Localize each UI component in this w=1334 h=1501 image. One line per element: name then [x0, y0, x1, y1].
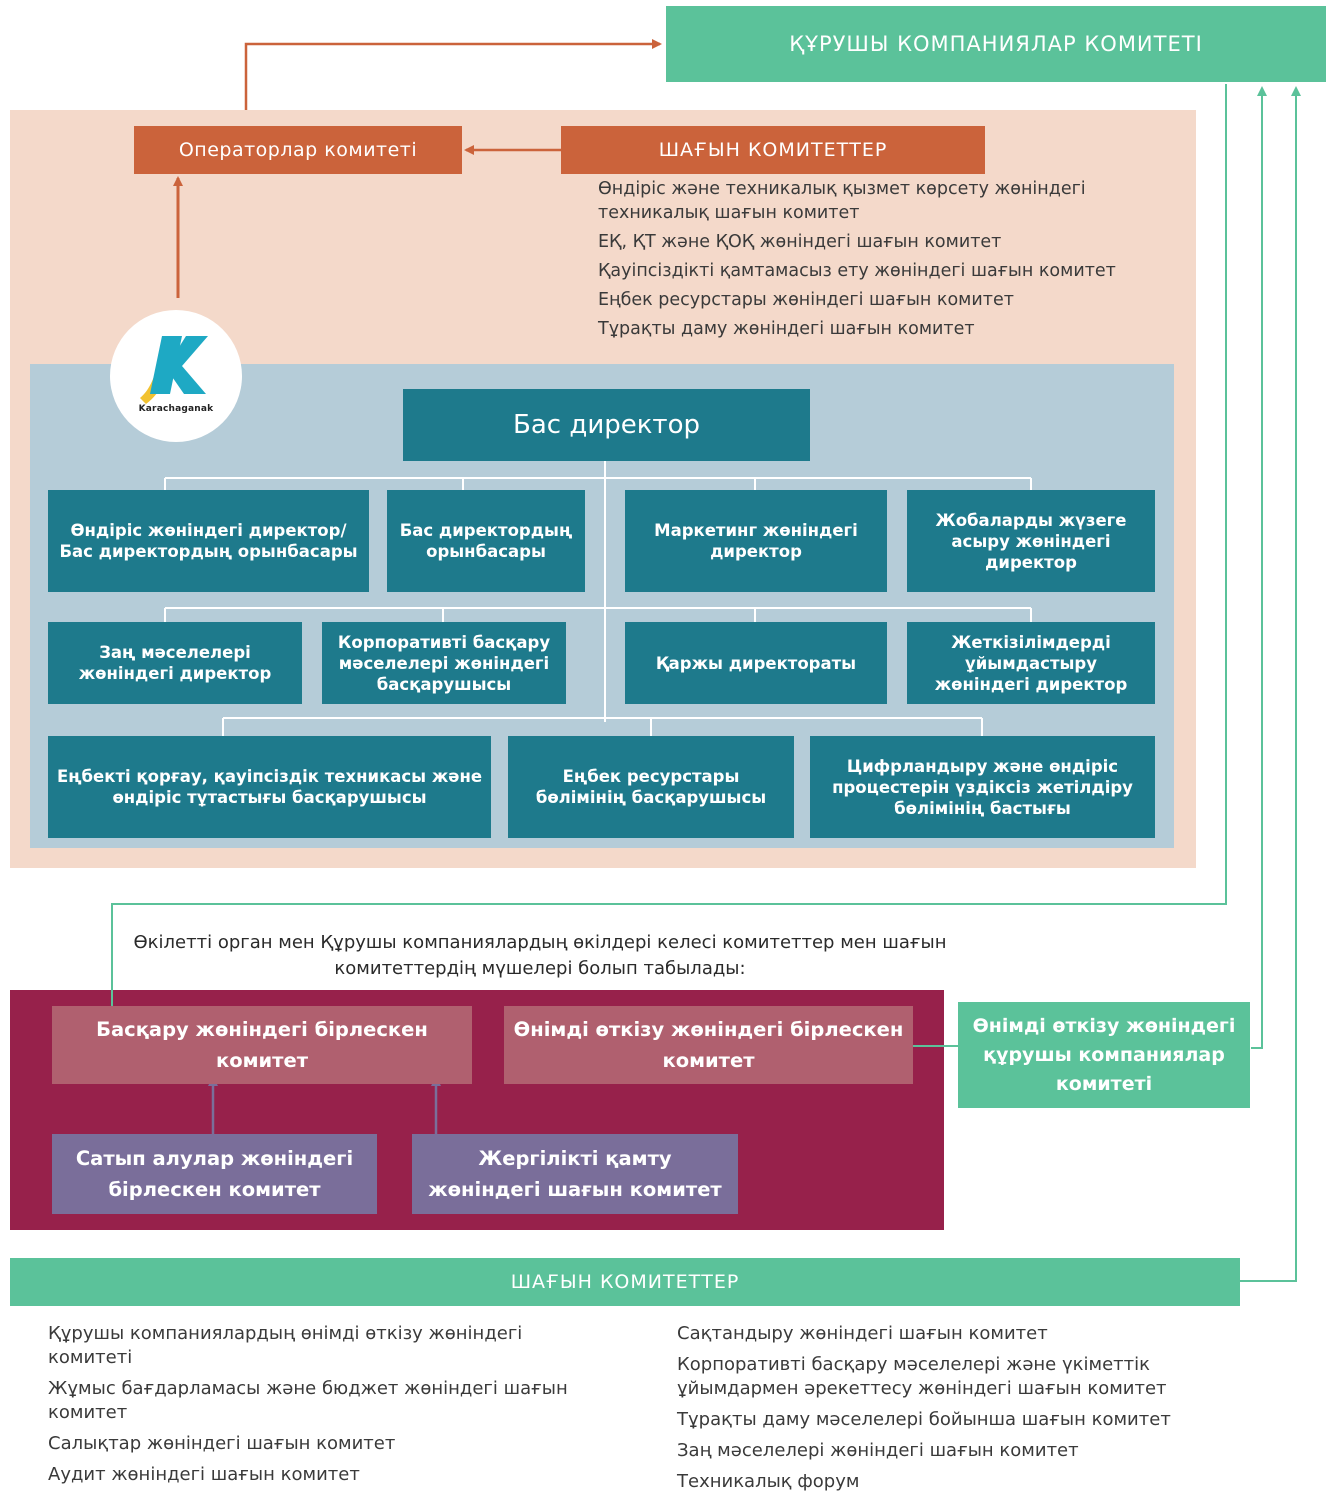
list-item: Құрушы компаниялардың өнімді өткізу жөні…: [48, 1323, 523, 1368]
production-director-box: Өндіріс жөніндегі директор/ Бас директор…: [48, 490, 369, 592]
operator-subcommittee-list: Өндіріс және техникалық қызмет көрсету ж…: [598, 177, 1188, 346]
list-item: Еңбек ресурстары жөніндегі шағын комитет: [598, 290, 1014, 310]
list-item: ЕҚ, ҚТ және ҚОҚ жөніндегі шағын комитет: [598, 232, 1002, 252]
list-item: Аудит жөніндегі шағын комитет: [48, 1464, 360, 1485]
list-item: Өндіріс және техникалық қызмет көрсету ж…: [598, 179, 1086, 223]
marketing-director-box: Маркетинг жөніндегі директор: [625, 490, 887, 592]
joint-product-committee: Өнімді өткізу жөніндегі бірлескен комите…: [504, 1006, 913, 1084]
operators-committee-box: Операторлар комитеті: [134, 126, 462, 174]
karachaganak-logo: Karachaganak: [110, 310, 242, 442]
hr-manager-box: Еңбек ресурстары бөлімінің басқарушысы: [508, 736, 794, 838]
digitalization-head-box: Цифрландыру және өндіріс процестерін үзд…: [810, 736, 1155, 838]
ceo-box: Бас директор: [403, 389, 810, 461]
subcommittee-list-left: Құрушы компаниялардың өнімді өткізу жөні…: [48, 1322, 608, 1494]
supply-director-box: Жеткізілімдерді ұйымдастыру жөніндегі ди…: [907, 622, 1155, 704]
list-item: Жұмыс бағдарламасы және бюджет жөніндегі…: [48, 1378, 568, 1423]
membership-note: Өкілетті орган мен Құрушы компаниялардың…: [133, 932, 947, 979]
founders-product-committee-box: Өнімді өткізу жөніндегі құрушы компаниял…: [958, 1002, 1250, 1108]
list-item: Техникалық форум: [677, 1471, 860, 1492]
list-item: Салықтар жөніндегі шағын комитет: [48, 1433, 396, 1454]
corporate-governance-manager-box: Корпоративті басқару мәселелері жөніндег…: [322, 622, 566, 704]
founders-committee-box: ҚҰРУШЫ КОМПАНИЯЛАР КОМИТЕТІ: [666, 6, 1326, 82]
list-item: Сақтандыру жөніндегі шағын комитет: [677, 1323, 1048, 1344]
arrow-operators-to-top: [244, 39, 662, 110]
joint-management-committee: Басқару жөніндегі бірлескен комитет: [52, 1006, 472, 1084]
joint-procurement-committee: Сатып алулар жөніндегі бірлескен комитет: [52, 1134, 377, 1214]
list-item: Корпоративті басқару мәселелері және үкі…: [677, 1354, 1167, 1399]
founders-subcommittees-header: ШАҒЫН КОМИТЕТТЕР: [10, 1258, 1240, 1306]
projects-director-box: Жобаларды жүзеге асыру жөніндегі директо…: [907, 490, 1155, 592]
local-content-subcommittee: Жергілікті қамту жөніндегі шағын комитет: [412, 1134, 738, 1214]
logo-text: Karachaganak: [138, 404, 214, 414]
list-item: Қауіпсіздікті қамтамасыз ету жөніндегі ш…: [598, 261, 1116, 281]
logo-k-mark: [140, 336, 208, 404]
operator-subcommittees-header: ШАҒЫН КОМИТЕТТЕР: [561, 126, 985, 174]
finance-directorate-box: Қаржы директораты: [625, 622, 887, 704]
hse-manager-box: Еңбекті қорғау, қауіпсіздік техникасы жә…: [48, 736, 491, 838]
deputy-ceo-box: Бас директордың орынбасары: [387, 490, 585, 592]
subcommittee-list-right: Сақтандыру жөніндегі шағын комитет Корпо…: [677, 1322, 1257, 1501]
list-item: Заң мәселелері жөніндегі шағын комитет: [677, 1440, 1079, 1461]
list-item: Тұрақты даму мәселелері бойынша шағын ко…: [677, 1409, 1171, 1430]
legal-director-box: Заң мәселелері жөніндегі директор: [48, 622, 302, 704]
arrow-product-founders-to-top: [1251, 86, 1267, 1049]
list-item: Тұрақты даму жөніндегі шағын комитет: [598, 319, 975, 339]
